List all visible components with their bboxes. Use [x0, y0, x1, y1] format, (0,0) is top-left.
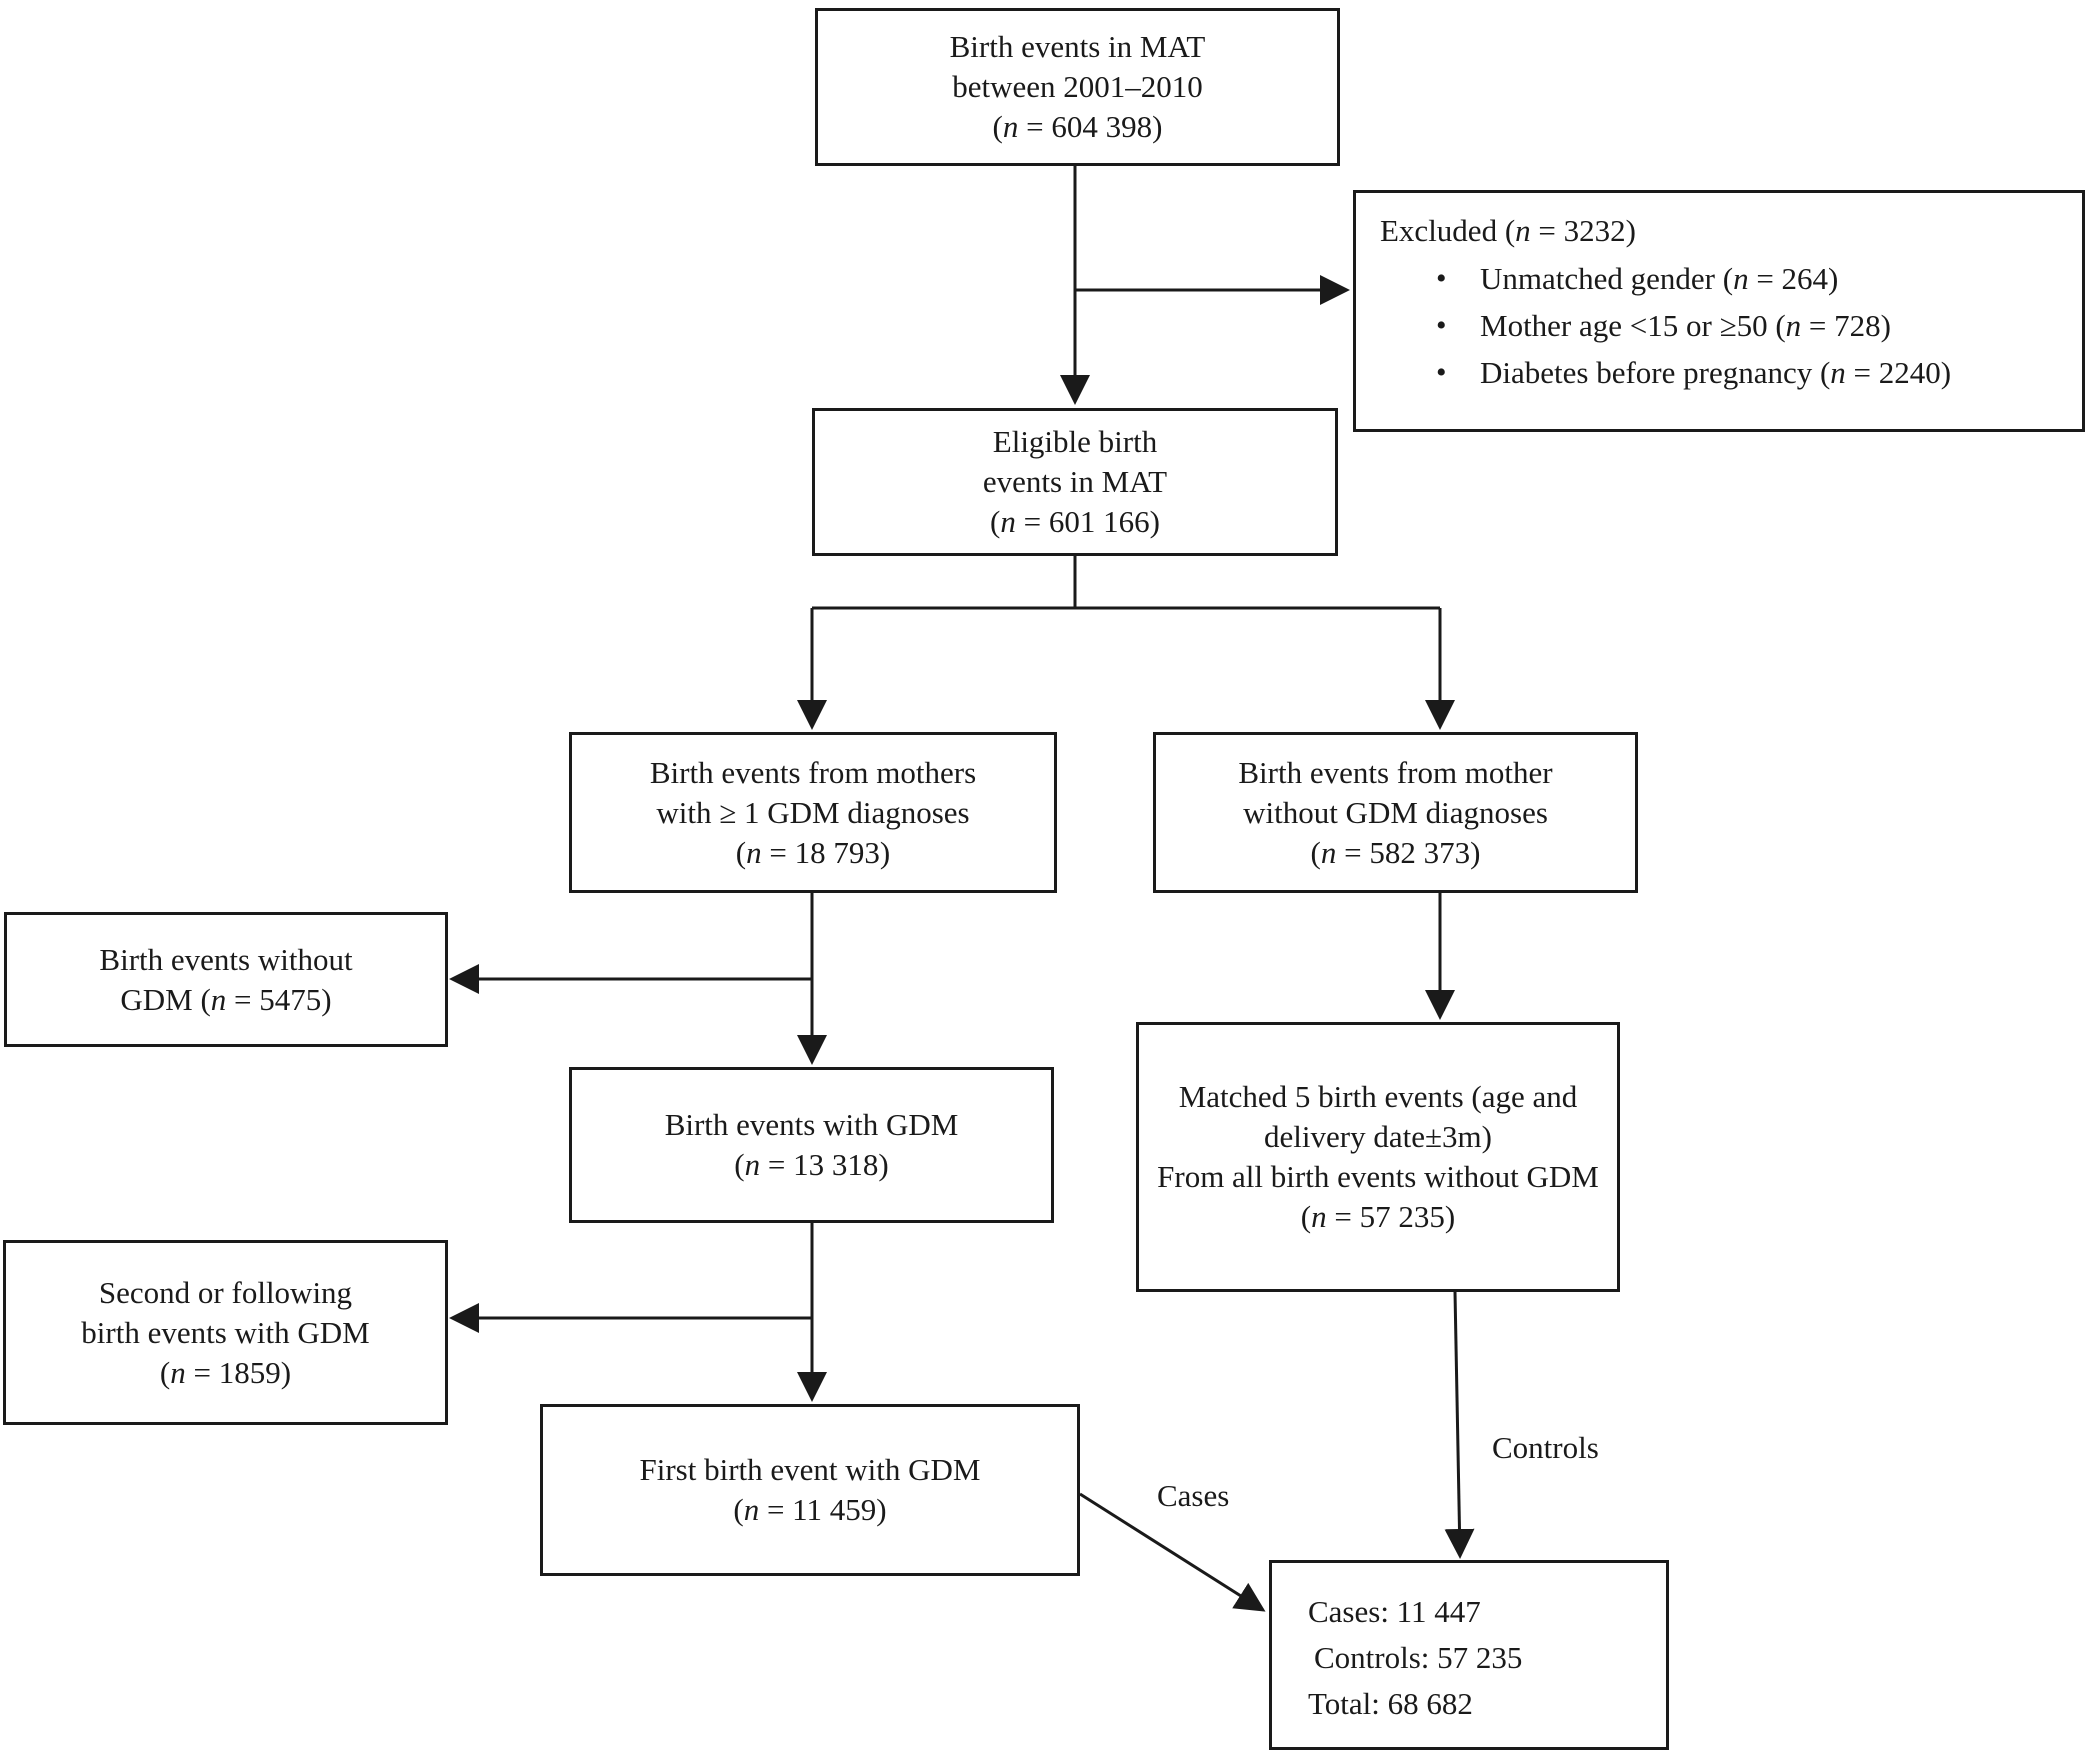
box-without-gdm-diagnoses: Birth events from mother without GDM dia… [1153, 732, 1638, 893]
box-eligible: Eligible birth events in MAT (n = 601 16… [812, 408, 1338, 556]
arrow-controls [1444, 1291, 1475, 1559]
label-cases: Cases [1157, 1478, 1230, 1513]
box-second-following: Second or following birth events with GD… [3, 1240, 448, 1425]
label-controls: Controls [1492, 1430, 1599, 1465]
box-birth-events-with-gdm: Birth events with GDM (n = 13 318) [569, 1067, 1054, 1223]
totals-total: Total: 68 682 [1308, 1686, 1473, 1721]
box-with-gdm-diagnoses: Birth events from mothers with ≥ 1 GDM d… [569, 732, 1057, 893]
excluded-list: Unmatched gender (n = 264) Mother age <1… [1380, 255, 2058, 396]
excluded-item: Unmatched gender (n = 264) [1436, 255, 2058, 302]
box-birth-events-without-gdm: Birth events without GDM (n = 5475) [4, 912, 448, 1047]
box-birth-events-mat: Birth events in MAT between 2001–2010 (n… [815, 8, 1340, 166]
totals-cases: Cases: 11 447 [1308, 1594, 1481, 1629]
box-first-birth-event-gdm: First birth event with GDM (n = 11 459) [540, 1404, 1080, 1576]
totals-controls: Controls: 57 235 [1314, 1640, 1523, 1675]
arrow-cases [1079, 1492, 1266, 1612]
box-totals: Cases: 11 447 Controls: 57 235 Total: 68… [1269, 1560, 1669, 1750]
box-matched-controls: Matched 5 birth events (age and delivery… [1136, 1022, 1620, 1292]
excluded-item: Mother age <15 or ≥50 (n = 728) [1436, 302, 2058, 349]
box-excluded: Excluded (n = 3232) Unmatched gender (n … [1353, 190, 2085, 432]
excluded-item: Diabetes before pregnancy (n = 2240) [1436, 349, 2058, 396]
